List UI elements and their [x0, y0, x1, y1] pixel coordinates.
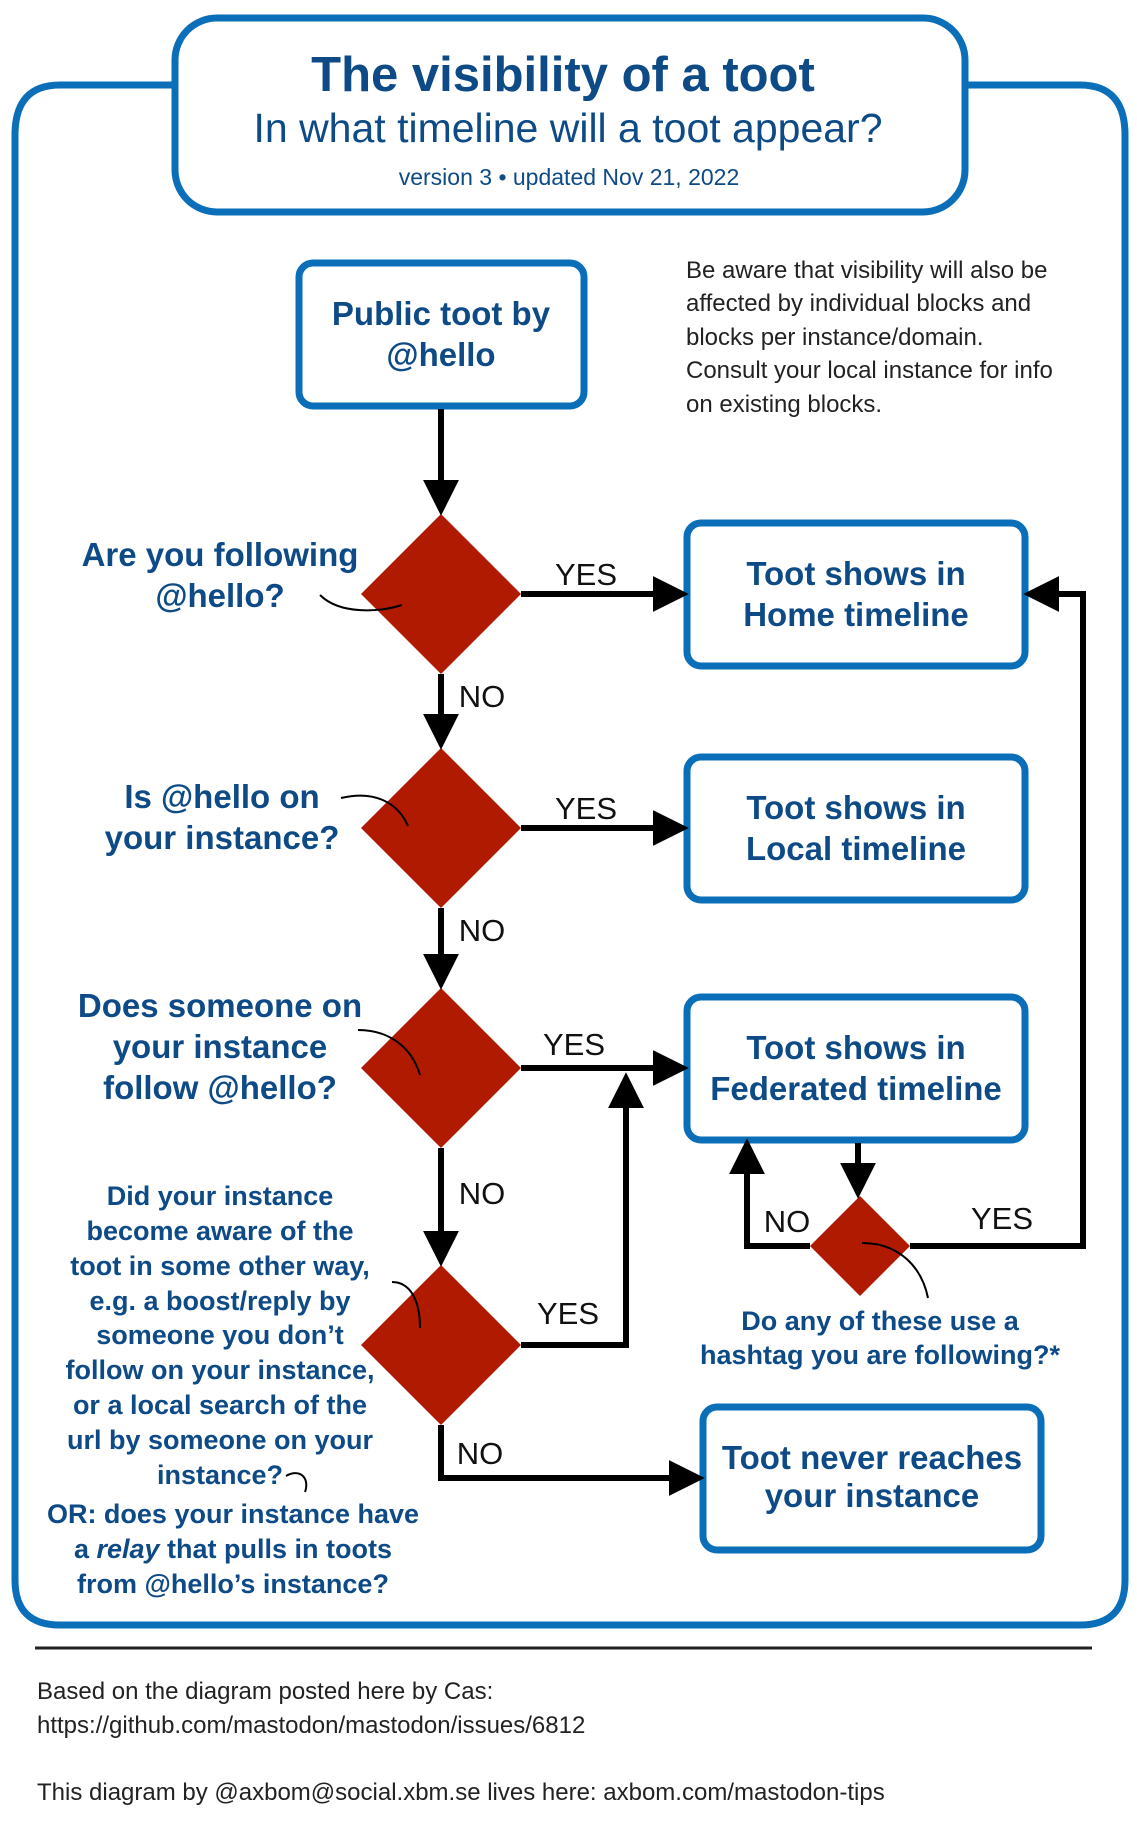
outer-frame: [11, 81, 1129, 1629]
svg-text:Be aware that visibility will: Be aware that visibility will also be: [686, 257, 1048, 284]
svg-text:Does someone on: Does someone on: [78, 987, 362, 1024]
svg-text:instance?: instance?: [157, 1460, 283, 1490]
decision-diamond-hashtag: [810, 1196, 910, 1296]
svg-text:e.g. a boost/reply by: e.g. a boost/reply by: [89, 1286, 350, 1316]
label-q4-no: NO: [457, 1436, 504, 1471]
home-timeline-box: [683, 519, 1029, 670]
label-q5-no: NO: [764, 1204, 811, 1239]
svg-text:follow @hello?: follow @hello?: [103, 1069, 337, 1106]
credit-link[interactable]: https://github.com/mastodon/mastodon/iss…: [37, 1712, 585, 1739]
arrow-q5-yes: [910, 576, 1086, 1249]
decision-diamond-on-instance: [361, 748, 521, 908]
svg-text:become aware of the: become aware of the: [86, 1216, 353, 1246]
label-q3-yes: YES: [543, 1027, 605, 1062]
svg-text:Consult your local instance fo: Consult your local instance for info: [686, 357, 1053, 384]
label-q2-yes: YES: [555, 791, 617, 826]
svg-text:or a local search of the: or a local search of the: [73, 1390, 367, 1420]
question-aware-other-way: Did your instance become aware of the to…: [47, 1181, 419, 1599]
decision-diamond-aware-other-way: [361, 1265, 521, 1425]
local-timeline-line2: Local timeline: [746, 830, 966, 867]
pointer-curves: [285, 594, 929, 1493]
svg-text:blocks per instance/domain.: blocks per instance/domain.: [686, 324, 984, 351]
question-following: Are you following @hello?: [82, 536, 359, 614]
start-box-line1: Public toot by: [332, 295, 551, 332]
svg-text:Do any of these use a: Do any of these use a: [741, 1306, 1020, 1336]
flow-arrows: [423, 409, 1086, 1496]
svg-text:hashtag you are following?*: hashtag you are following?*: [700, 1340, 1061, 1370]
arrow-q4-no: [438, 1425, 705, 1496]
svg-text:your instance?: your instance?: [105, 819, 340, 856]
label-q2-no: NO: [459, 913, 506, 948]
svg-text:OR: does your instance have: OR: does your instance have: [47, 1499, 419, 1529]
svg-text:on existing blocks.: on existing blocks.: [686, 391, 882, 418]
svg-text:follow on your instance,: follow on your instance,: [65, 1355, 374, 1385]
federated-timeline-line2: Federated timeline: [710, 1070, 1002, 1107]
svg-text:your instance: your instance: [113, 1028, 328, 1065]
federated-timeline-line1: Toot shows in: [746, 1029, 965, 1066]
arrow-q5-no: [729, 1138, 810, 1249]
version-label: version 3 • updated Nov 21, 2022: [399, 164, 740, 190]
svg-text:toot in some other way,: toot in some other way,: [70, 1251, 370, 1281]
diagram-home-line[interactable]: This diagram by @axbom@social.xbm.se liv…: [37, 1779, 885, 1806]
svg-text:from @hello’s instance?: from @hello’s instance?: [77, 1569, 389, 1599]
svg-text:Did your instance: Did your instance: [107, 1181, 334, 1211]
home-timeline-line2: Home timeline: [743, 596, 969, 633]
credit-line1: Based on the diagram posted here by Cas:: [37, 1678, 493, 1705]
local-timeline-box: [683, 753, 1029, 904]
svg-text:affected by individual blocks: affected by individual blocks and: [686, 290, 1031, 317]
federated-timeline-box: [683, 993, 1029, 1144]
blocks-note: Be aware that visibility will also be af…: [686, 257, 1053, 418]
question-on-instance: Is @hello on your instance?: [105, 778, 340, 856]
never-reaches-line2: your instance: [765, 1477, 980, 1514]
title-box: [171, 14, 969, 216]
svg-text:a relay that pulls in toots: a relay that pulls in toots: [74, 1534, 392, 1564]
svg-text:@hello?: @hello?: [155, 577, 284, 614]
label-q4-yes: YES: [537, 1296, 599, 1331]
svg-text:someone you don’t: someone you don’t: [96, 1320, 344, 1350]
svg-text:Are you following: Are you following: [82, 536, 359, 573]
label-q5-yes: YES: [971, 1201, 1033, 1236]
label-q1-yes: YES: [555, 557, 617, 592]
edge-labels: YES NO YES NO YES NO YES NO NO YES: [457, 557, 1033, 1471]
label-q1-no: NO: [459, 679, 506, 714]
local-timeline-line1: Toot shows in: [746, 789, 965, 826]
decision-diamond-someone-follows: [361, 988, 521, 1148]
svg-text:Is @hello on: Is @hello on: [124, 778, 319, 815]
home-timeline-line1: Toot shows in: [746, 555, 965, 592]
page-title: The visibility of a toot: [311, 48, 815, 102]
svg-text:url by someone on your: url by someone on your: [67, 1425, 374, 1455]
decision-diamond-following: [361, 514, 521, 674]
start-box: [295, 259, 588, 410]
label-q3-no: NO: [459, 1176, 506, 1211]
never-reaches-line1: Toot never reaches: [722, 1439, 1022, 1476]
question-someone-follows: Does someone on your instance follow @he…: [78, 987, 362, 1106]
start-box-line2: @hello: [386, 336, 495, 373]
question-hashtag: Do any of these use a hashtag you are fo…: [700, 1306, 1061, 1370]
arrow-q4-yes: [521, 1072, 644, 1348]
page-subtitle: In what timeline will a toot appear?: [253, 105, 882, 151]
